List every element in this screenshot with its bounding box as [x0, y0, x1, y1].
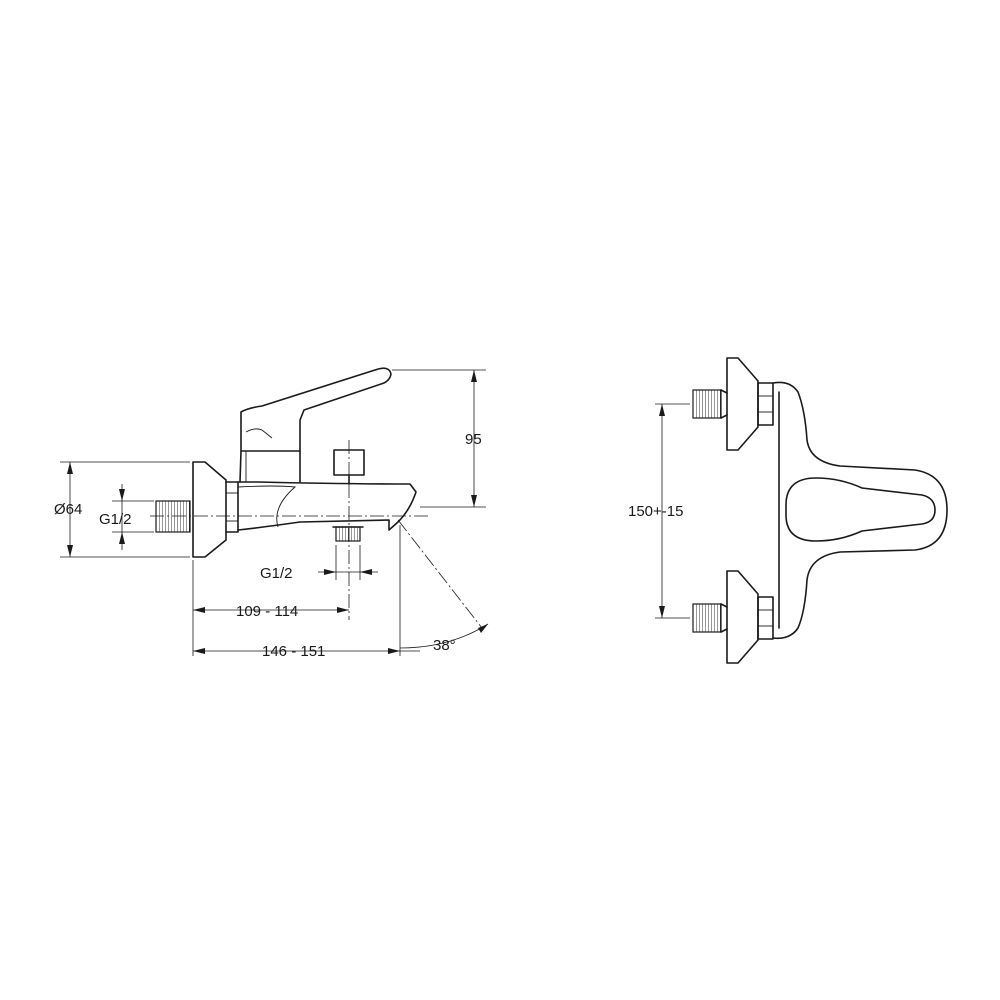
diameter-label: Ø64 [54, 501, 82, 518]
lower-inlet-thread [692, 603, 722, 633]
lever-handle [240, 367, 392, 452]
lever-oval [785, 477, 936, 542]
upper-escutcheon [726, 357, 759, 451]
centre-distance-label: 150+-15 [628, 503, 683, 520]
front-view: 150+-15 [628, 357, 948, 664]
outlet-thread [335, 526, 361, 542]
inlet-thread-label: G1/2 [99, 511, 132, 528]
side-view: Ø64 G1/2 95 G1/2 109 - 114 146 - 151 38° [54, 367, 489, 660]
eccentric-nut [225, 481, 239, 533]
wall-escutcheon [192, 461, 227, 558]
depth-short-label: 109 - 114 [236, 603, 298, 620]
height-label: 95 [465, 431, 482, 448]
cartridge-housing [239, 450, 301, 483]
inlet-thread [155, 500, 191, 533]
lower-escutcheon [726, 570, 759, 664]
outlet-thread-label: G1/2 [260, 565, 293, 582]
front-body [772, 381, 948, 640]
depth-long-label: 146 - 151 [262, 643, 325, 660]
mixer-body [237, 481, 417, 531]
upper-inlet-thread [692, 389, 722, 419]
angle-label: 38° [433, 637, 456, 654]
upper-nut [757, 382, 774, 426]
lower-nut [757, 596, 774, 640]
